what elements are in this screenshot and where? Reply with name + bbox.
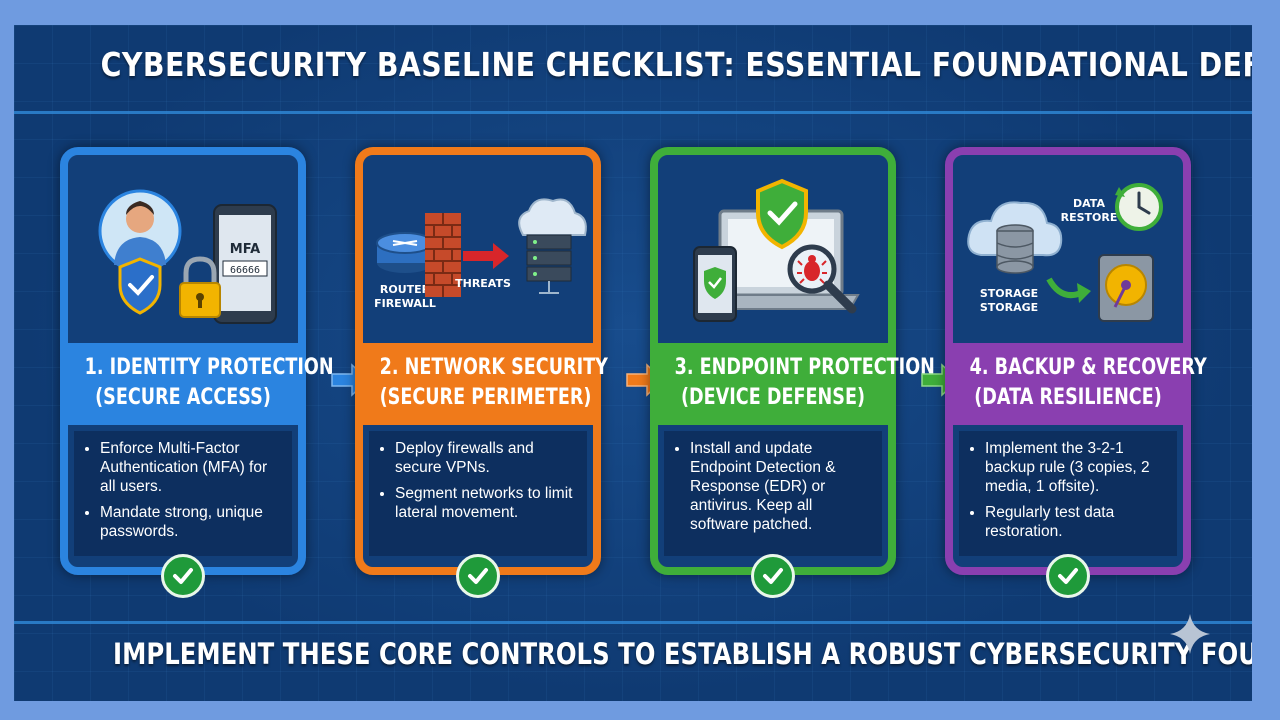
- bullet-item: Deploy firewalls and secure VPNs.: [395, 439, 579, 477]
- card-endpoint-protection: 3. ENDPOINT PROTECTION (DEVICE DEFENSE) …: [650, 147, 935, 598]
- bullet-item: Regularly test data restoration.: [985, 503, 1169, 541]
- svg-text:DATA: DATA: [1073, 197, 1105, 210]
- card-heading: 4. BACKUP & RECOVERY (DATA RESILIENCE): [945, 343, 1207, 425]
- svg-text:FIREWALL: FIREWALL: [374, 297, 436, 310]
- arrow-right-icon: [463, 243, 509, 269]
- checkmark-icon: [751, 554, 795, 598]
- identity-illustration: MFA 66666: [98, 189, 277, 324]
- router-icon: [376, 232, 434, 273]
- card-backup-recovery: STORAGE STORAGE DATA RESTORE 4. BACKUP &…: [945, 147, 1207, 598]
- endpoint-illustration: [693, 178, 860, 322]
- bullet-item: Implement the 3-2-1 backup rule (3 copie…: [985, 439, 1169, 496]
- shield-check-icon: [756, 178, 808, 250]
- svg-text:MFA: MFA: [230, 242, 260, 257]
- svg-text:RESTORE: RESTORE: [1061, 211, 1118, 224]
- bullet-item: Mandate strong, unique passwords.: [100, 503, 284, 541]
- bullet-item: Segment networks to limit lateral moveme…: [395, 484, 579, 522]
- svg-text:STORAGE: STORAGE: [980, 301, 1038, 314]
- network-illustration: ROUTER FIREWALL THREATS: [374, 198, 587, 310]
- brick-wall-icon: [425, 213, 461, 297]
- footer-divider: [14, 621, 1252, 624]
- cloud-server-icon: [518, 198, 587, 294]
- card-heading: 1. IDENTITY PROTECTION (SECURE ACCESS): [60, 343, 334, 425]
- svg-text:ROUTER: ROUTER: [380, 283, 431, 296]
- page-title: CYBERSECURITY BASELINE CHECKLIST: ESSENT…: [100, 45, 1252, 84]
- cloud-database-icon: [967, 201, 1063, 274]
- sparkle-icon: [1170, 614, 1210, 654]
- svg-text:THREATS: THREATS: [455, 277, 511, 290]
- card-bullets: Deploy firewalls and secure VPNs. Segmen…: [369, 431, 587, 556]
- clock-restore-icon: [1115, 183, 1163, 231]
- user-avatar-icon: [98, 189, 182, 273]
- card-identity-protection: MFA 66666 1. IDENTITY PROTECTION (SECURE…: [60, 147, 334, 598]
- checkmark-icon: [1046, 554, 1090, 598]
- backup-illustration: STORAGE STORAGE DATA RESTORE: [967, 183, 1163, 322]
- shield-check-icon: [118, 257, 162, 315]
- card-heading: 2. NETWORK SECURITY (SECURE PERIMETER): [355, 343, 608, 425]
- card-bullets: Implement the 3-2-1 backup rule (3 copie…: [959, 431, 1177, 556]
- card-network-security: ROUTER FIREWALL THREATS 2. NETWORK SECUR: [355, 147, 608, 598]
- title-divider: [14, 111, 1252, 114]
- arrow-icon: [1046, 277, 1091, 303]
- checkmark-icon: [161, 554, 205, 598]
- smartphone-icon: [693, 246, 737, 322]
- card-heading: 3. ENDPOINT PROTECTION (DEVICE DEFENSE): [650, 343, 935, 425]
- bullet-item: Enforce Multi-Factor Authentication (MFA…: [100, 439, 284, 496]
- card-bullets: Enforce Multi-Factor Authentication (MFA…: [74, 431, 292, 556]
- svg-text:66666: 66666: [230, 265, 260, 276]
- footer-tagline: IMPLEMENT THESE CORE CONTROLS TO ESTABLI…: [113, 637, 1252, 671]
- hard-drive-icon: [1098, 254, 1154, 322]
- magnifier-bug-icon: [787, 244, 857, 314]
- smartphone-icon: MFA 66666: [213, 204, 277, 324]
- svg-text:STORAGE: STORAGE: [980, 287, 1038, 300]
- card-bullets: Install and update Endpoint Detection & …: [664, 431, 882, 556]
- checkmark-icon: [456, 554, 500, 598]
- bullet-item: Install and update Endpoint Detection & …: [690, 439, 874, 534]
- infographic-canvas: CYBERSECURITY BASELINE CHECKLIST: ESSENT…: [14, 25, 1252, 701]
- padlock-icon: [179, 256, 221, 318]
